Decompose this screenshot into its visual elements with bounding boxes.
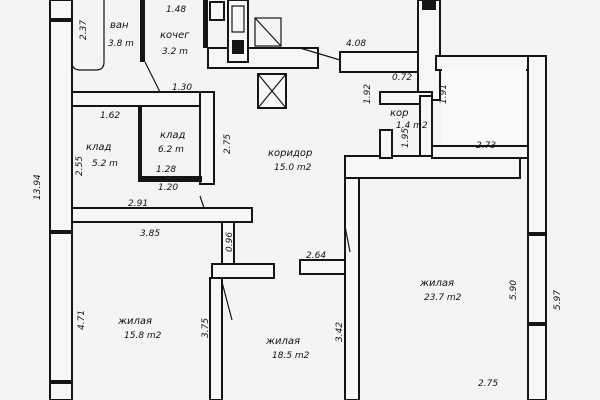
kitchen-wall: [203, 0, 208, 48]
fridge: [209, 1, 225, 21]
room-labels: ван 3.8 m кочег 3.2 m клад 5.2 m клад 6.…: [86, 20, 462, 361]
room-living2-area: 15.8 m2: [124, 331, 162, 341]
stove-knob: [232, 40, 244, 54]
dim-1-62: 1.62: [100, 111, 120, 121]
room-corridor-name: коридор: [268, 148, 312, 159]
room-kitchen-area: 3.2 m: [162, 47, 188, 57]
right-outer-wall: [527, 55, 547, 400]
kitchen-counter: [207, 47, 319, 69]
window-mark-5: [528, 322, 546, 326]
room-living3-area: 18.5 m2: [272, 351, 310, 361]
dim-3-75: 3.75: [201, 318, 211, 338]
room-hall-name: кор: [390, 108, 409, 119]
stove-burner: [231, 5, 245, 33]
room-pantry2-area: 6.2 m: [158, 145, 184, 155]
window-mark-2: [50, 230, 72, 234]
top-right-cap: [422, 0, 436, 10]
top-mid-wall: [339, 51, 431, 73]
bath-wall: [140, 0, 145, 62]
dim-4-71: 4.71: [77, 310, 87, 330]
door-living: [344, 225, 351, 253]
top-right-wall: [417, 0, 441, 101]
pantry-divider: [138, 106, 142, 180]
room-bath-area: 3.8 m: [108, 39, 134, 49]
dim-1-28: 1.28: [156, 165, 176, 175]
sink-diag: [254, 17, 282, 47]
dim-1-95: 1.95: [401, 128, 411, 148]
hall-right-wall: [419, 95, 433, 157]
redacted-area: [442, 68, 526, 144]
hall-left-stub: [379, 129, 393, 159]
dim-2-37: 2.37: [79, 20, 89, 40]
dim-0-96: 0.96: [225, 232, 235, 252]
dim-5-97: 5.97: [553, 290, 563, 310]
dim-5-90: 5.90: [509, 280, 519, 300]
pantry-top-wall: [71, 91, 215, 107]
dim-1-91: 1.91: [439, 84, 449, 104]
room-kitchen-name: кочег: [160, 30, 190, 41]
room-living3-name: жилая: [265, 336, 300, 347]
bath-bottom-wall: [431, 145, 529, 159]
dim-1-48: 1.48: [166, 5, 186, 15]
walls: [49, 0, 547, 400]
dim-1-30: 1.30: [172, 83, 192, 93]
dim-2-64: 2.64: [306, 251, 326, 261]
room-pantry2-name: клад: [160, 130, 186, 141]
living3-top-wall-left: [211, 263, 275, 279]
living1-top-wall: [344, 155, 521, 179]
dim-13-94: 13.94: [33, 174, 43, 200]
dim-2-75-bottom: 2.75: [478, 379, 498, 389]
living3-top-wall-right: [299, 259, 351, 275]
dim-3-85: 3.85: [140, 229, 160, 239]
dim-4-08: 4.08: [346, 39, 366, 49]
living3-living1-wall: [344, 155, 360, 400]
dim-2-55: 2.55: [75, 156, 85, 176]
pantry-bottom-wall: [138, 176, 202, 182]
dim-1-20: 1.20: [158, 183, 178, 193]
left-outer-wall: [49, 0, 73, 400]
dim-3-42: 3.42: [335, 322, 345, 342]
dim-2-91: 2.91: [128, 199, 148, 209]
window-mark-4: [528, 232, 546, 236]
room-living1-area: 23.7 m2: [424, 293, 462, 303]
room-corridor-area: 15.0 m2: [274, 163, 312, 173]
room-hall-area: 1.4 m2: [396, 121, 428, 131]
dim-2-73: 2.73: [476, 141, 496, 151]
dim-0-72: 0.72: [392, 73, 412, 83]
dim-1-92: 1.92: [363, 84, 373, 104]
bathtub-outline: [71, 0, 105, 71]
dimension-labels: 2.37 1.48 4.08 1.30 1.62 1.28 1.20 2.75 …: [33, 5, 563, 389]
window-mark-3: [50, 380, 72, 384]
dim-2-75: 2.75: [223, 134, 233, 154]
room-bath-name: ван: [110, 20, 129, 31]
door-living2: [221, 281, 233, 321]
pantry-right-wall: [199, 91, 215, 185]
living2-living3-wall: [209, 277, 223, 400]
window-mark-1: [50, 18, 72, 22]
door-pantry: [199, 195, 205, 209]
cabinet-diag2: [257, 73, 287, 109]
room-living2-name: жилая: [117, 316, 152, 327]
sink: [254, 17, 282, 47]
living2-top-wall: [71, 207, 253, 223]
door-bath: [144, 61, 161, 93]
door-kitchen: [299, 47, 341, 61]
room-living1-name: жилая: [419, 278, 454, 289]
room-pantry1-area: 5.2 m: [92, 159, 118, 169]
room-pantry1-name: клад: [86, 142, 112, 153]
